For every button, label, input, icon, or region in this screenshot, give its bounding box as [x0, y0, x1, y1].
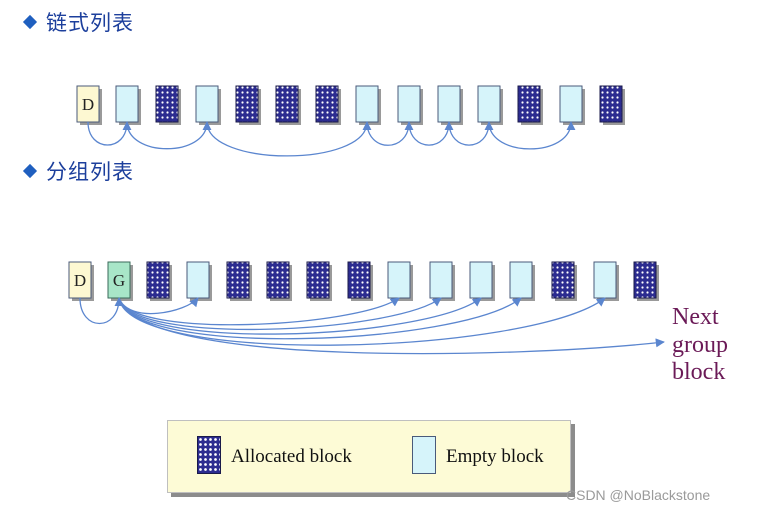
d-block-label: D — [74, 271, 86, 290]
link-arrow — [408, 121, 454, 146]
allocated-block — [155, 85, 179, 123]
link-arrow — [488, 121, 576, 150]
empty-block-label: Empty block — [446, 446, 544, 467]
allocated-block — [599, 85, 623, 123]
group-link-arrow — [118, 297, 442, 331]
empty-block — [397, 85, 421, 123]
empty-block — [387, 261, 411, 299]
link-arrow — [206, 121, 372, 157]
linked-list-row: D — [76, 85, 625, 157]
allocated-block — [517, 85, 541, 123]
empty-block — [186, 261, 210, 299]
allocated-block-swatch — [197, 436, 221, 474]
allocated-block-label: Allocated block — [231, 446, 352, 467]
g-block-label: G — [113, 271, 125, 290]
empty-block — [469, 261, 493, 299]
link-arrow — [448, 121, 494, 146]
empty-block — [593, 261, 617, 299]
next-group-line-1: Next — [672, 304, 719, 330]
empty-block — [437, 85, 461, 123]
d-block-label: D — [82, 95, 94, 114]
group-link-arrow — [118, 297, 400, 326]
section-heading-grouped: 分组列表 — [46, 160, 134, 184]
empty-block — [477, 85, 501, 123]
next-group-line-3: block — [672, 359, 725, 385]
section-heading-linked: 链式列表 — [46, 11, 134, 35]
empty-block — [115, 85, 139, 123]
allocated-block — [235, 85, 259, 123]
watermark: CSDN @NoBlackstone — [566, 487, 711, 503]
allocated-block — [315, 85, 339, 123]
allocated-block — [306, 261, 330, 299]
next-group-line-2: group — [672, 332, 728, 358]
group-link-arrow — [118, 297, 482, 335]
empty-block — [559, 85, 583, 123]
link-arrow — [79, 297, 124, 324]
link-arrow — [126, 121, 212, 150]
empty-block — [355, 85, 379, 123]
next-group-label: Next group block — [672, 304, 728, 385]
link-arrow — [366, 121, 414, 146]
allocated-block — [266, 261, 290, 299]
allocated-block — [347, 261, 371, 299]
empty-block — [509, 261, 533, 299]
allocated-block — [226, 261, 250, 299]
link-arrow — [87, 121, 132, 146]
allocated-block — [551, 261, 575, 299]
empty-block — [429, 261, 453, 299]
allocated-block — [275, 85, 299, 123]
legend-box: Allocated block Empty block — [167, 420, 571, 493]
empty-block-swatch — [412, 436, 436, 474]
allocated-block — [146, 261, 170, 299]
empty-block — [195, 85, 219, 123]
allocated-block — [633, 261, 657, 299]
next-group-arrow — [118, 297, 665, 355]
